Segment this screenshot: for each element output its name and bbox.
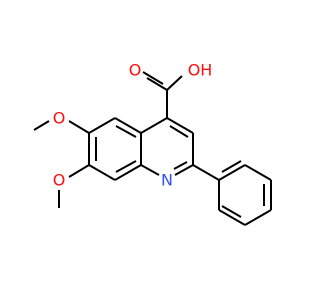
bond-c4a-c5-inner [115,125,137,138]
atom-label-hydroxyl: OH [188,61,213,80]
bond-c2-phenyl [192,164,220,181]
bond-cooh-c-o-double-b [142,71,164,85]
phenyl-ring [192,160,272,226]
bond-c4-c4a [140,117,168,134]
atom-label-ring-nitrogen: N [161,171,173,190]
atom-label-methoxy-6-oxygen: O [53,109,66,128]
bond-phenyl-5-6-inner [221,205,242,218]
bond-n1-c8a [140,164,160,176]
bond-phenyl-1-2-inner [221,160,242,173]
bond-phenyl-5-6 [218,209,246,226]
carboxylic-acid-group: O OH [129,61,213,118]
bond-o-methyl-6 [33,120,50,131]
bond-phenyl-4-5 [244,209,272,226]
bond-c4-c3 [166,117,194,134]
bond-c8-c8a-inner [115,160,137,173]
fused-benzene-ring [88,117,142,181]
chemical-structure-diagram: O OH N O O [33,61,272,226]
bond-cooh-c-o-double-a [146,77,168,91]
bond-c8-c8a [114,164,142,181]
bond-phenyl-2-3 [244,164,272,181]
bond-c7-o [68,164,90,178]
atom-label-methoxy-7-oxygen: O [53,171,66,190]
atom-label-carbonyl-oxygen: O [129,61,142,80]
bond-cooh-c-oh [166,75,183,91]
pyridine-ring: N [140,117,194,190]
bond-c7-c8 [88,164,116,181]
bond-c6-o [68,120,90,134]
bond-c2-n1 [174,164,194,176]
bond-c4a-c5 [114,117,142,134]
bond-c4-c3-inner [169,125,189,138]
bond-c5-c6 [88,117,116,134]
bond-c2-n1-inner [173,161,188,170]
bond-phenyl-1-2 [218,164,246,181]
methoxy-groups: O O [33,109,90,208]
